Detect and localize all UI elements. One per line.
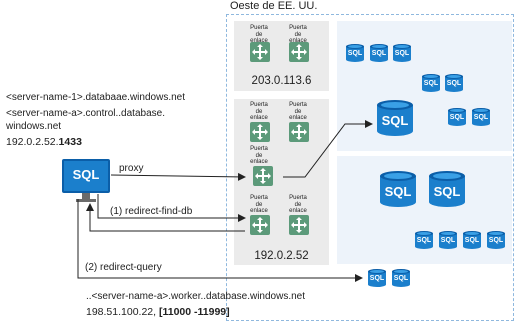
proxy-label: proxy: [119, 163, 144, 174]
sql-client-label: SQL: [72, 167, 100, 182]
redirect-query-label: (2) redirect-query: [85, 262, 162, 273]
database-label: SQL: [381, 113, 409, 128]
database-label: SQL: [473, 114, 489, 121]
gateway-ip-middle: 192.0.2.52: [254, 250, 309, 262]
gateway-panel-middle: [234, 99, 329, 265]
database-label: SQL: [371, 50, 387, 57]
redirect-find-db-arrow: [97, 194, 246, 222]
database-label: SQL: [416, 237, 432, 244]
server-ip-port: 192.0.2.52.1433: [6, 136, 82, 148]
redirect-query-arrow: [77, 199, 363, 282]
redirect-find-db-label: (1) redirect-find-db: [110, 206, 193, 217]
proxy-arrow: [110, 172, 246, 181]
database-label: SQL: [384, 184, 412, 199]
worker-dns: ..<server-name-a>.worker..database.windo…: [86, 291, 305, 302]
sql-client-icon: [62, 159, 110, 202]
gateway-panel-top: [234, 21, 329, 91]
gateway-ip-top: 203.0.113.6: [251, 75, 312, 87]
database-label: SQL: [488, 237, 504, 244]
database-label: SQL: [449, 114, 465, 121]
database-label: SQL: [464, 237, 480, 244]
worker-ip-ports: 198.51.100.22, [11000 -11999]: [86, 306, 230, 318]
database-label: SQL: [433, 184, 461, 199]
database-label: SQL: [423, 80, 439, 87]
server-dns-control-suffix: windows.net: [6, 121, 62, 132]
server-dns-1: <server-name-1>.databaae.windows.net: [6, 92, 185, 103]
database-label: SQL: [394, 50, 410, 57]
gateway-icon: [250, 122, 270, 142]
gateway-icon: [289, 122, 309, 142]
gateway-icon: [289, 42, 309, 62]
server-dns-control: <server-name-a>.control..database.: [6, 108, 165, 119]
database-label: SQL: [369, 275, 385, 282]
gateway-icon: [250, 215, 270, 235]
region-title: Oeste de EE. UU.: [230, 0, 318, 12]
database-label: SQL: [347, 50, 363, 57]
proxy-to-db-arrow: [283, 120, 373, 178]
gateway-icon: [289, 215, 309, 235]
gateway-icon: [253, 166, 273, 186]
gateway-icon: [250, 42, 270, 62]
database-label: SQL: [393, 275, 409, 282]
database-label: SQL: [446, 80, 462, 87]
redirect-find-db-return-arrow: [86, 203, 245, 232]
database-label: SQL: [440, 237, 456, 244]
